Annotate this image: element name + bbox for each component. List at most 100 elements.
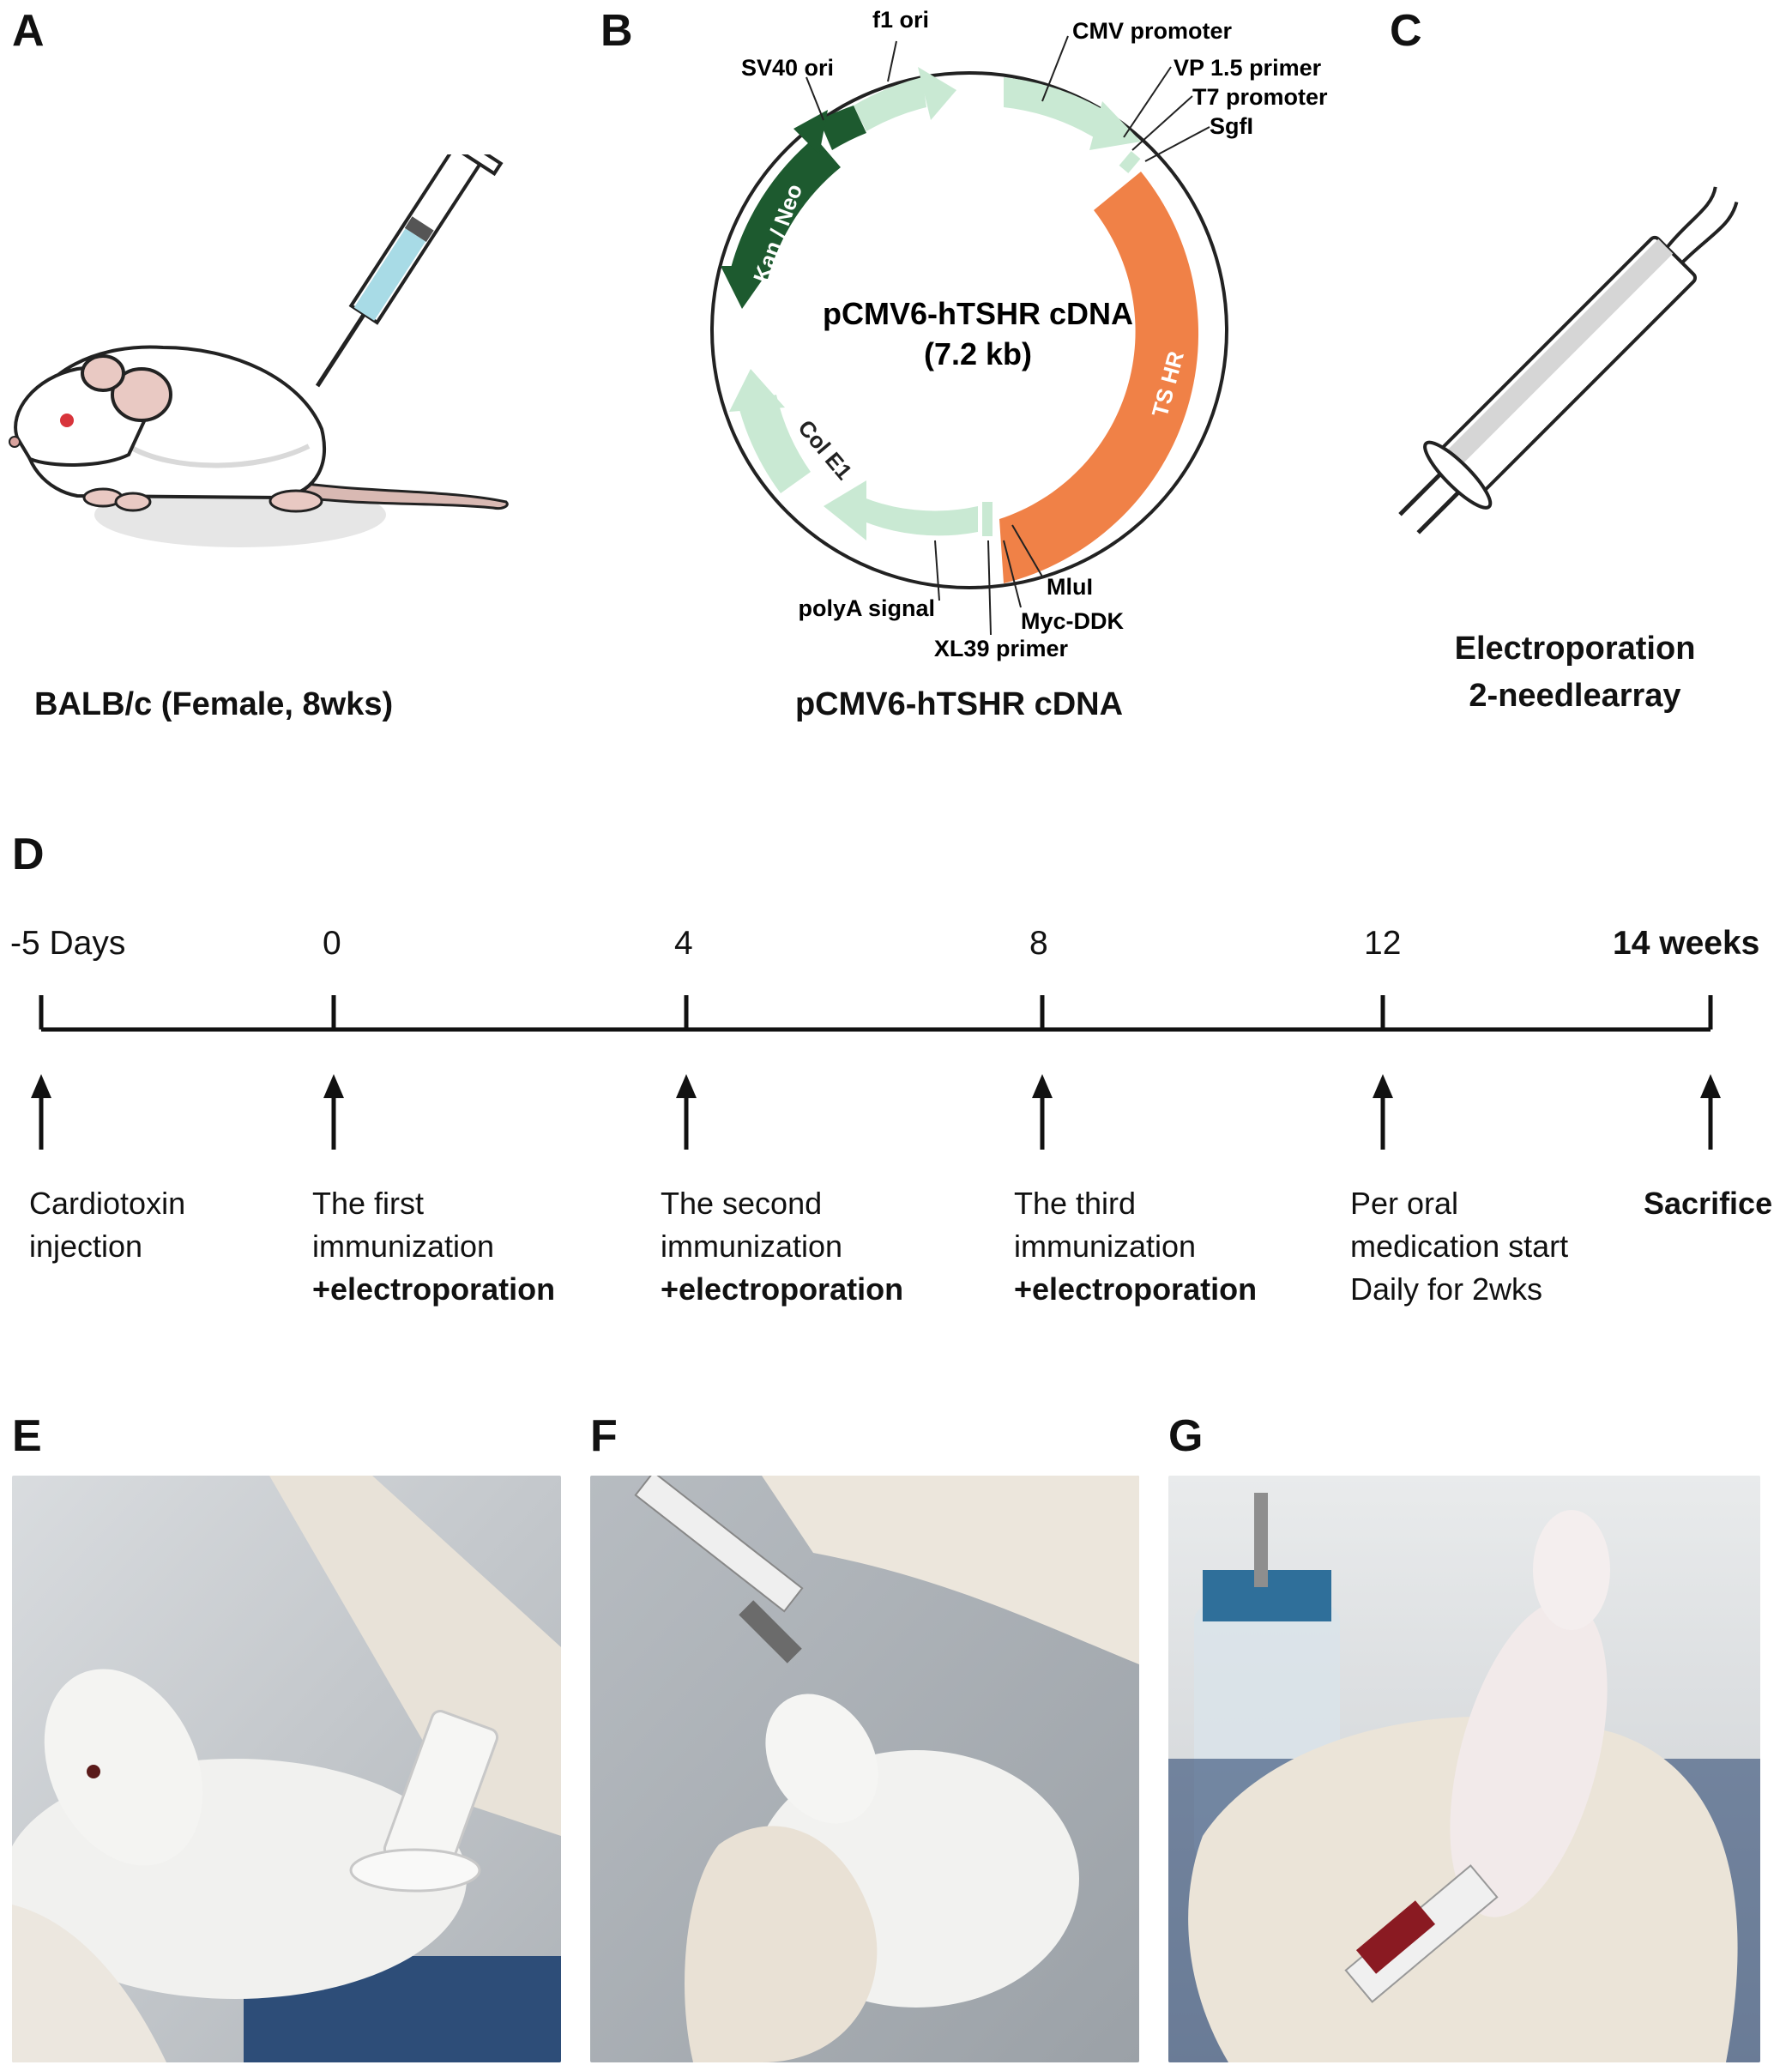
tl-desc-1-line2: immunization [312, 1229, 495, 1264]
electrode-needle-2 [1416, 491, 1460, 534]
syringe [315, 154, 504, 388]
photo-g-bottle-spike [1254, 1493, 1268, 1587]
syringe-plunger-head [404, 216, 434, 243]
tl-desc-3-line1: The third [1014, 1186, 1137, 1221]
syringe-liquid [353, 228, 426, 321]
polya-arrowhead [824, 480, 866, 540]
vp-primer-label: VP 1.5 primer [1174, 55, 1322, 81]
panel-b-caption: pCMV6-hTSHR cDNA [794, 686, 1124, 722]
photo-g-blood [1355, 1900, 1436, 1974]
xl39-leader [987, 540, 992, 636]
photo-e-electroporation [12, 1476, 561, 2062]
tl-desc-cardiotoxin: Cardiotoxin injection [29, 1182, 185, 1268]
sgfi-label: SgfI [1210, 113, 1253, 139]
tl-desc-2-line1: The second [661, 1186, 823, 1221]
photo-g-blood-draw [1168, 1476, 1760, 2062]
photo-f-syringe [634, 1476, 804, 1613]
panel-letter-g: G [1168, 1411, 1204, 1461]
photo-e-mouse-head [44, 1669, 203, 1866]
tl-desc-sacrifice: Sacrifice [1644, 1182, 1772, 1225]
mouse-front-foot-2 [114, 492, 152, 512]
mouse-eye [60, 414, 74, 427]
tl-desc-1-line3: +electroporation [312, 1271, 556, 1307]
xl39-label: XL39 primer [934, 636, 1069, 661]
myc-ddk-label: Myc-DDK [1021, 608, 1125, 634]
electrode-wire-1 [1665, 186, 1717, 249]
photo-f-syringe-hub [739, 1600, 802, 1663]
cmv-promoter-arrowhead [1089, 101, 1141, 150]
photo-e-glove-lower [12, 1905, 166, 2062]
tl-desc-oral-medication: Per oral medication start Daily for 2wks [1350, 1182, 1568, 1311]
panel-letter-d: D [12, 830, 45, 879]
mlui-leader [1011, 524, 1043, 577]
sv40-ori-arrowhead [793, 110, 828, 154]
mouse-belly [127, 444, 311, 468]
panel-c-caption-line2: 2-needlearray [1469, 678, 1681, 714]
tl-label-weeks-unit: weeks [1659, 925, 1760, 962]
tl-desc-4-line1: Per oral [1350, 1186, 1459, 1221]
panel-a-caption: BALB/c (Female, 8wks) [34, 686, 394, 722]
col-e1-arc [738, 395, 811, 493]
f1-ori-arc [854, 77, 926, 131]
f1-ori-arrowhead [918, 67, 956, 120]
panel-c-caption-line1: Electroporation [1454, 631, 1696, 667]
photo-e-electrode-base [349, 1848, 481, 1893]
mouse-ear-back [81, 354, 125, 392]
tl-desc-0-line2: injection [29, 1229, 143, 1264]
tl-desc-5-line1: Sacrifice [1644, 1186, 1773, 1221]
electrode-barrel-shade [1439, 238, 1674, 473]
electrode-barrel [1436, 235, 1698, 497]
electrode-body [1398, 186, 1739, 534]
mouse-tail [281, 479, 509, 510]
photo-g-mouse-body [1450, 1600, 1608, 1917]
f1-ori-leader [887, 40, 897, 82]
sv40-ori-leader [805, 76, 824, 121]
leader-lines [805, 35, 1210, 636]
panel-letter-f: F [590, 1411, 618, 1461]
mlui-label: MluI [1047, 574, 1093, 600]
f1-ori-label: f1 ori [872, 7, 929, 33]
timeline-ticks [31, 995, 1721, 1150]
timeline-arrow-head-3 [1032, 1074, 1053, 1098]
photo-g-mouse-head [1533, 1510, 1610, 1630]
plasmid-map: f1 ori SV40 ori CMV promoter VP 1.5 prim… [710, 7, 1328, 661]
tl-label-4: 4 [674, 925, 693, 962]
polya-leader [934, 540, 940, 601]
panel-letter-e: E [12, 1411, 42, 1461]
tl-desc-second-immunization: The second immunization +electroporation [661, 1182, 903, 1311]
mouse-hind-foot [268, 489, 323, 513]
tl-desc-4-line2: medication start [1350, 1229, 1569, 1264]
photo-f-glove-hand [685, 1826, 878, 2062]
tl-desc-1-line1: The first [312, 1186, 425, 1221]
tl-label-8: 8 [1029, 925, 1048, 962]
electrode-wire-2 [1680, 202, 1739, 264]
panel-letter-b: B [600, 6, 633, 56]
photo-f-injection [590, 1476, 1139, 2062]
col-e1-arrowhead [729, 369, 785, 412]
sv40-ori-arc [819, 106, 866, 150]
electrode-base [1423, 440, 1493, 510]
syringe-flange [437, 154, 504, 177]
plasmid-size: (7.2 kb) [924, 336, 1032, 371]
panel-letter-c: C [1390, 6, 1422, 56]
tl-label-0: 0 [323, 925, 341, 962]
mouse-ear [111, 367, 172, 422]
tl-label-14-weeks: 14 weeks [1613, 925, 1759, 963]
plasmid-name: pCMV6-hTSHR cDNA [823, 296, 1133, 331]
tl-label-day-minus5: -5 Days [10, 925, 126, 962]
tl-desc-3-line2: immunization [1014, 1229, 1197, 1264]
polya-label: polyA signal [798, 595, 935, 621]
photo-f-glove-top [762, 1476, 1139, 1664]
timeline-arrow-head-2 [676, 1074, 697, 1098]
tl-desc-0-line1: Cardiotoxin [29, 1186, 186, 1221]
tl-label-12: 12 [1364, 925, 1402, 962]
plasmid-backbone [710, 71, 1228, 589]
tl-desc-2-line3: +electroporation [661, 1271, 904, 1307]
electrode-needle-1 [1398, 473, 1442, 516]
photo-e-mouse-eye [87, 1765, 100, 1778]
tl-desc-2-line2: immunization [661, 1229, 843, 1264]
polya-arc [854, 493, 978, 536]
kan-neo-arc [729, 137, 841, 279]
t7-site [1119, 151, 1141, 173]
